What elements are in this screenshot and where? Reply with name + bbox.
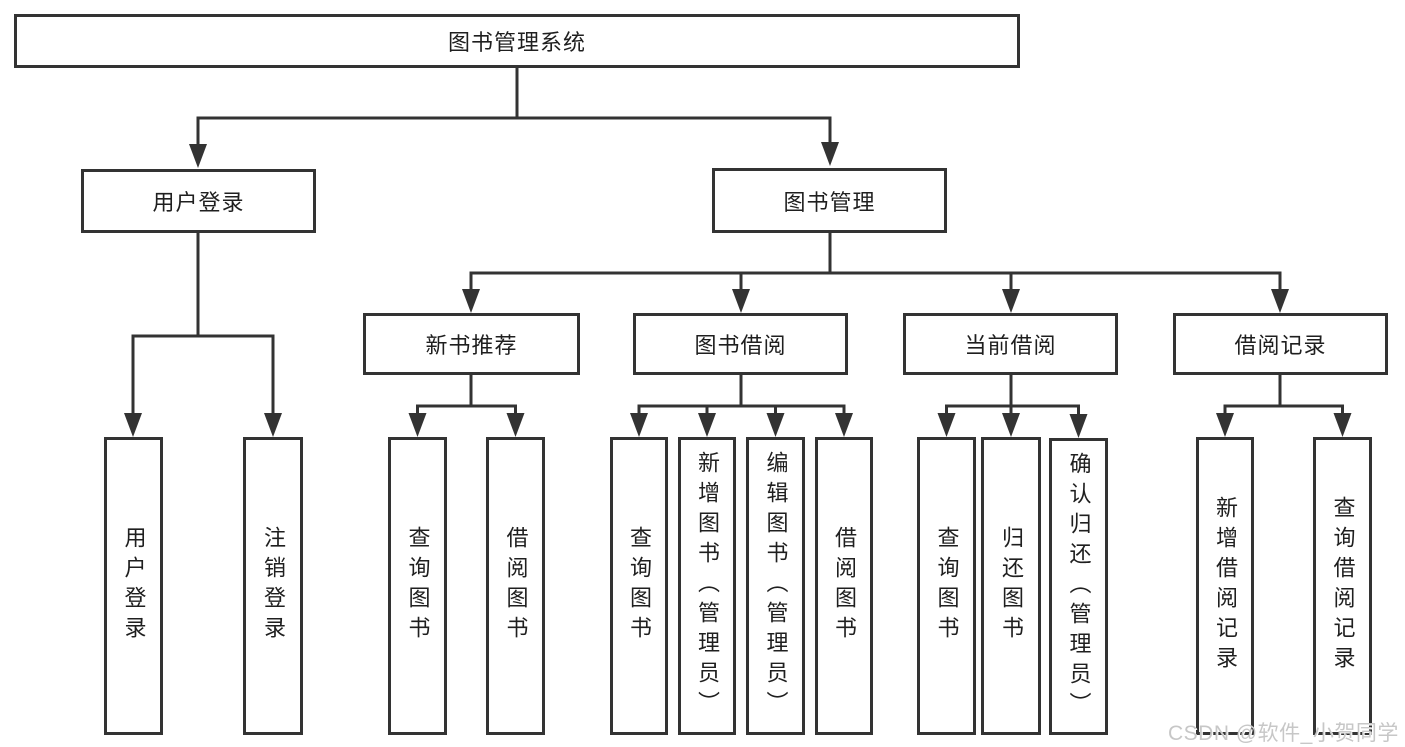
node-label: 用户登录 <box>152 190 245 215</box>
node-label: 用户登录 <box>121 526 147 646</box>
node-label: 注销登录 <box>261 526 286 646</box>
node-label: 查询图书 <box>934 526 960 646</box>
node-leaf-query-borrow-record: 查询借阅记录 <box>1313 437 1372 735</box>
node-leaf-query-books-borrow: 查询图书 <box>610 437 668 735</box>
node-leaf-logout: 注销登录 <box>243 437 303 735</box>
node-label: 借阅图书 <box>832 526 857 646</box>
csdn-watermark: CSDN @软件_小贺同学 <box>1168 722 1399 745</box>
node-book-borrowing: 图书借阅 <box>633 313 848 375</box>
node-leaf-user-login: 用户登录 <box>104 437 163 735</box>
node-label: 借阅记录 <box>1234 333 1327 358</box>
node-borrowing-records: 借阅记录 <box>1173 313 1388 375</box>
node-leaf-confirm-return-admin: 确认归还（管理员） <box>1049 438 1108 735</box>
node-book-management: 图书管理 <box>712 168 947 233</box>
node-label: 图书借阅 <box>694 333 787 358</box>
node-leaf-add-borrow-record: 新增借阅记录 <box>1196 437 1254 735</box>
node-new-book-recommendation: 新书推荐 <box>363 313 580 375</box>
node-leaf-query-books-current: 查询图书 <box>917 437 976 735</box>
node-current-borrowing: 当前借阅 <box>903 313 1118 375</box>
node-leaf-return-books: 归还图书 <box>981 437 1041 735</box>
node-label: 图书管理系统 <box>447 30 586 55</box>
node-label: 查询借阅记录 <box>1330 496 1356 676</box>
node-label: 新书推荐 <box>425 333 518 358</box>
node-label: 编辑图书（管理员） <box>763 451 789 721</box>
node-leaf-borrow-books: 借阅图书 <box>815 437 873 735</box>
node-leaf-query-books-recommend: 查询图书 <box>388 437 447 735</box>
node-label: 图书管理 <box>783 189 876 215</box>
node-label: 查询图书 <box>405 526 431 646</box>
node-leaf-borrow-books-recommend: 借阅图书 <box>486 437 545 735</box>
node-label: 借阅图书 <box>503 526 529 646</box>
node-library-management-system: 图书管理系统 <box>14 14 1020 68</box>
node-label: 新增图书（管理员） <box>695 451 720 721</box>
node-user-login-group: 用户登录 <box>81 169 316 233</box>
node-label: 新增借阅记录 <box>1213 496 1238 676</box>
node-leaf-edit-books-admin: 编辑图书（管理员） <box>746 437 805 735</box>
node-label: 归还图书 <box>999 526 1024 646</box>
node-label: 当前借阅 <box>964 333 1057 358</box>
node-leaf-add-books-admin: 新增图书（管理员） <box>678 437 736 735</box>
node-label: 确认归还（管理员） <box>1066 451 1092 722</box>
node-label: 查询图书 <box>627 526 652 646</box>
